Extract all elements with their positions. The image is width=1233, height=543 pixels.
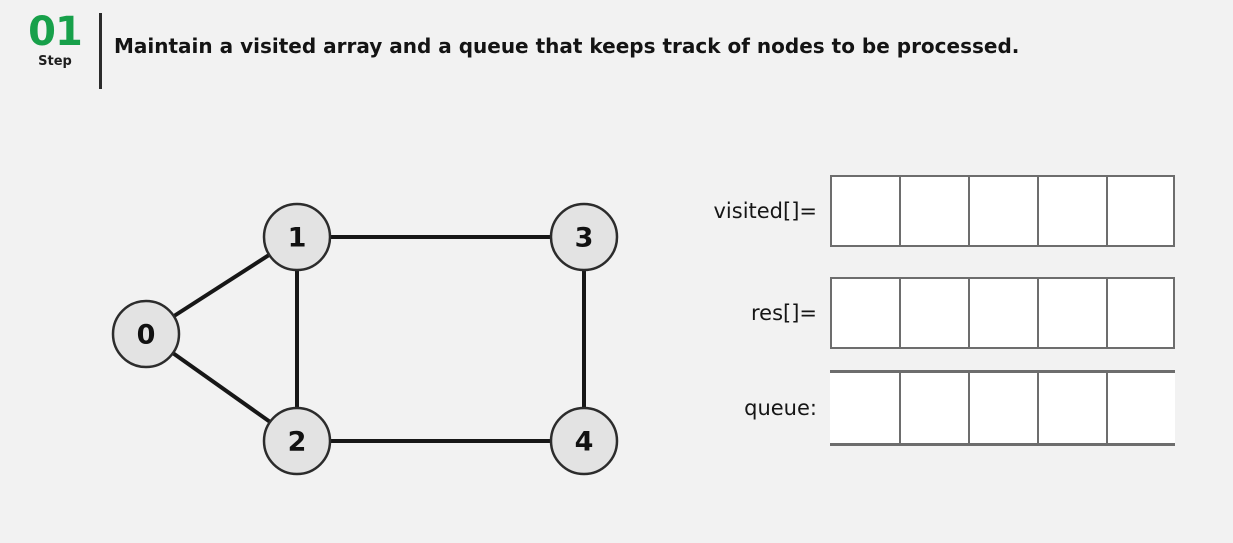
graph-diagram: 0 1 2 3 4 <box>90 175 660 505</box>
graph-node-3[interactable]: 3 <box>549 202 619 272</box>
visited-array-label: visited[]= <box>713 199 817 223</box>
queue-cell-4[interactable] <box>1106 370 1175 446</box>
queue-cell-3[interactable] <box>1037 370 1106 446</box>
res-cell-1[interactable] <box>899 277 968 349</box>
queue-cell-2[interactable] <box>968 370 1037 446</box>
visited-cell-4[interactable] <box>1106 175 1175 247</box>
visited-array-row: visited[]= <box>690 175 1175 247</box>
res-cell-3[interactable] <box>1037 277 1106 349</box>
node-3-circle <box>549 202 619 272</box>
visited-cell-1[interactable] <box>899 175 968 247</box>
node-3-label: 3 <box>575 223 594 254</box>
graph-node-0[interactable]: 0 <box>111 299 181 369</box>
graph-node-1[interactable]: 1 <box>262 202 332 272</box>
visited-cell-2[interactable] <box>968 175 1037 247</box>
node-2-circle <box>262 406 332 476</box>
res-cell-0[interactable] <box>830 277 899 349</box>
node-1-label: 1 <box>288 223 307 254</box>
step-number: 01 <box>28 9 83 55</box>
node-1-circle <box>262 202 332 272</box>
visited-cell-0[interactable] <box>830 175 899 247</box>
header-divider <box>99 13 102 89</box>
step-word-label: Step <box>38 54 72 69</box>
graph-nodes: 0 1 2 3 4 <box>111 202 619 476</box>
res-cell-2[interactable] <box>968 277 1037 349</box>
node-2-label: 2 <box>288 427 307 458</box>
visited-array-cells <box>830 175 1175 247</box>
graph-node-2[interactable]: 2 <box>262 406 332 476</box>
node-4-circle <box>549 406 619 476</box>
graph-node-4[interactable]: 4 <box>549 406 619 476</box>
res-array-label: res[]= <box>750 301 817 325</box>
queue-cell-1[interactable] <box>899 370 968 446</box>
node-4-label: 4 <box>575 427 594 458</box>
queue-label: queue: <box>744 396 817 420</box>
queue-cell-0[interactable] <box>830 370 899 446</box>
node-0-circle <box>111 299 181 369</box>
page-title: Maintain a visited array and a queue tha… <box>114 34 1020 58</box>
queue-row: queue: <box>690 370 1175 446</box>
node-0-label: 0 <box>137 320 156 351</box>
step-badge: 01 Step <box>24 12 86 70</box>
step-header: 01 Step Maintain a visited array and a q… <box>0 0 1233 100</box>
res-cell-4[interactable] <box>1106 277 1175 349</box>
res-array-row: res[]= <box>690 277 1175 349</box>
res-array-cells <box>830 277 1175 349</box>
graph-edges <box>144 235 586 443</box>
arrays-panel: visited[]= res[]= queue: <box>690 165 1210 465</box>
queue-cells <box>830 370 1175 446</box>
visited-cell-3[interactable] <box>1037 175 1106 247</box>
